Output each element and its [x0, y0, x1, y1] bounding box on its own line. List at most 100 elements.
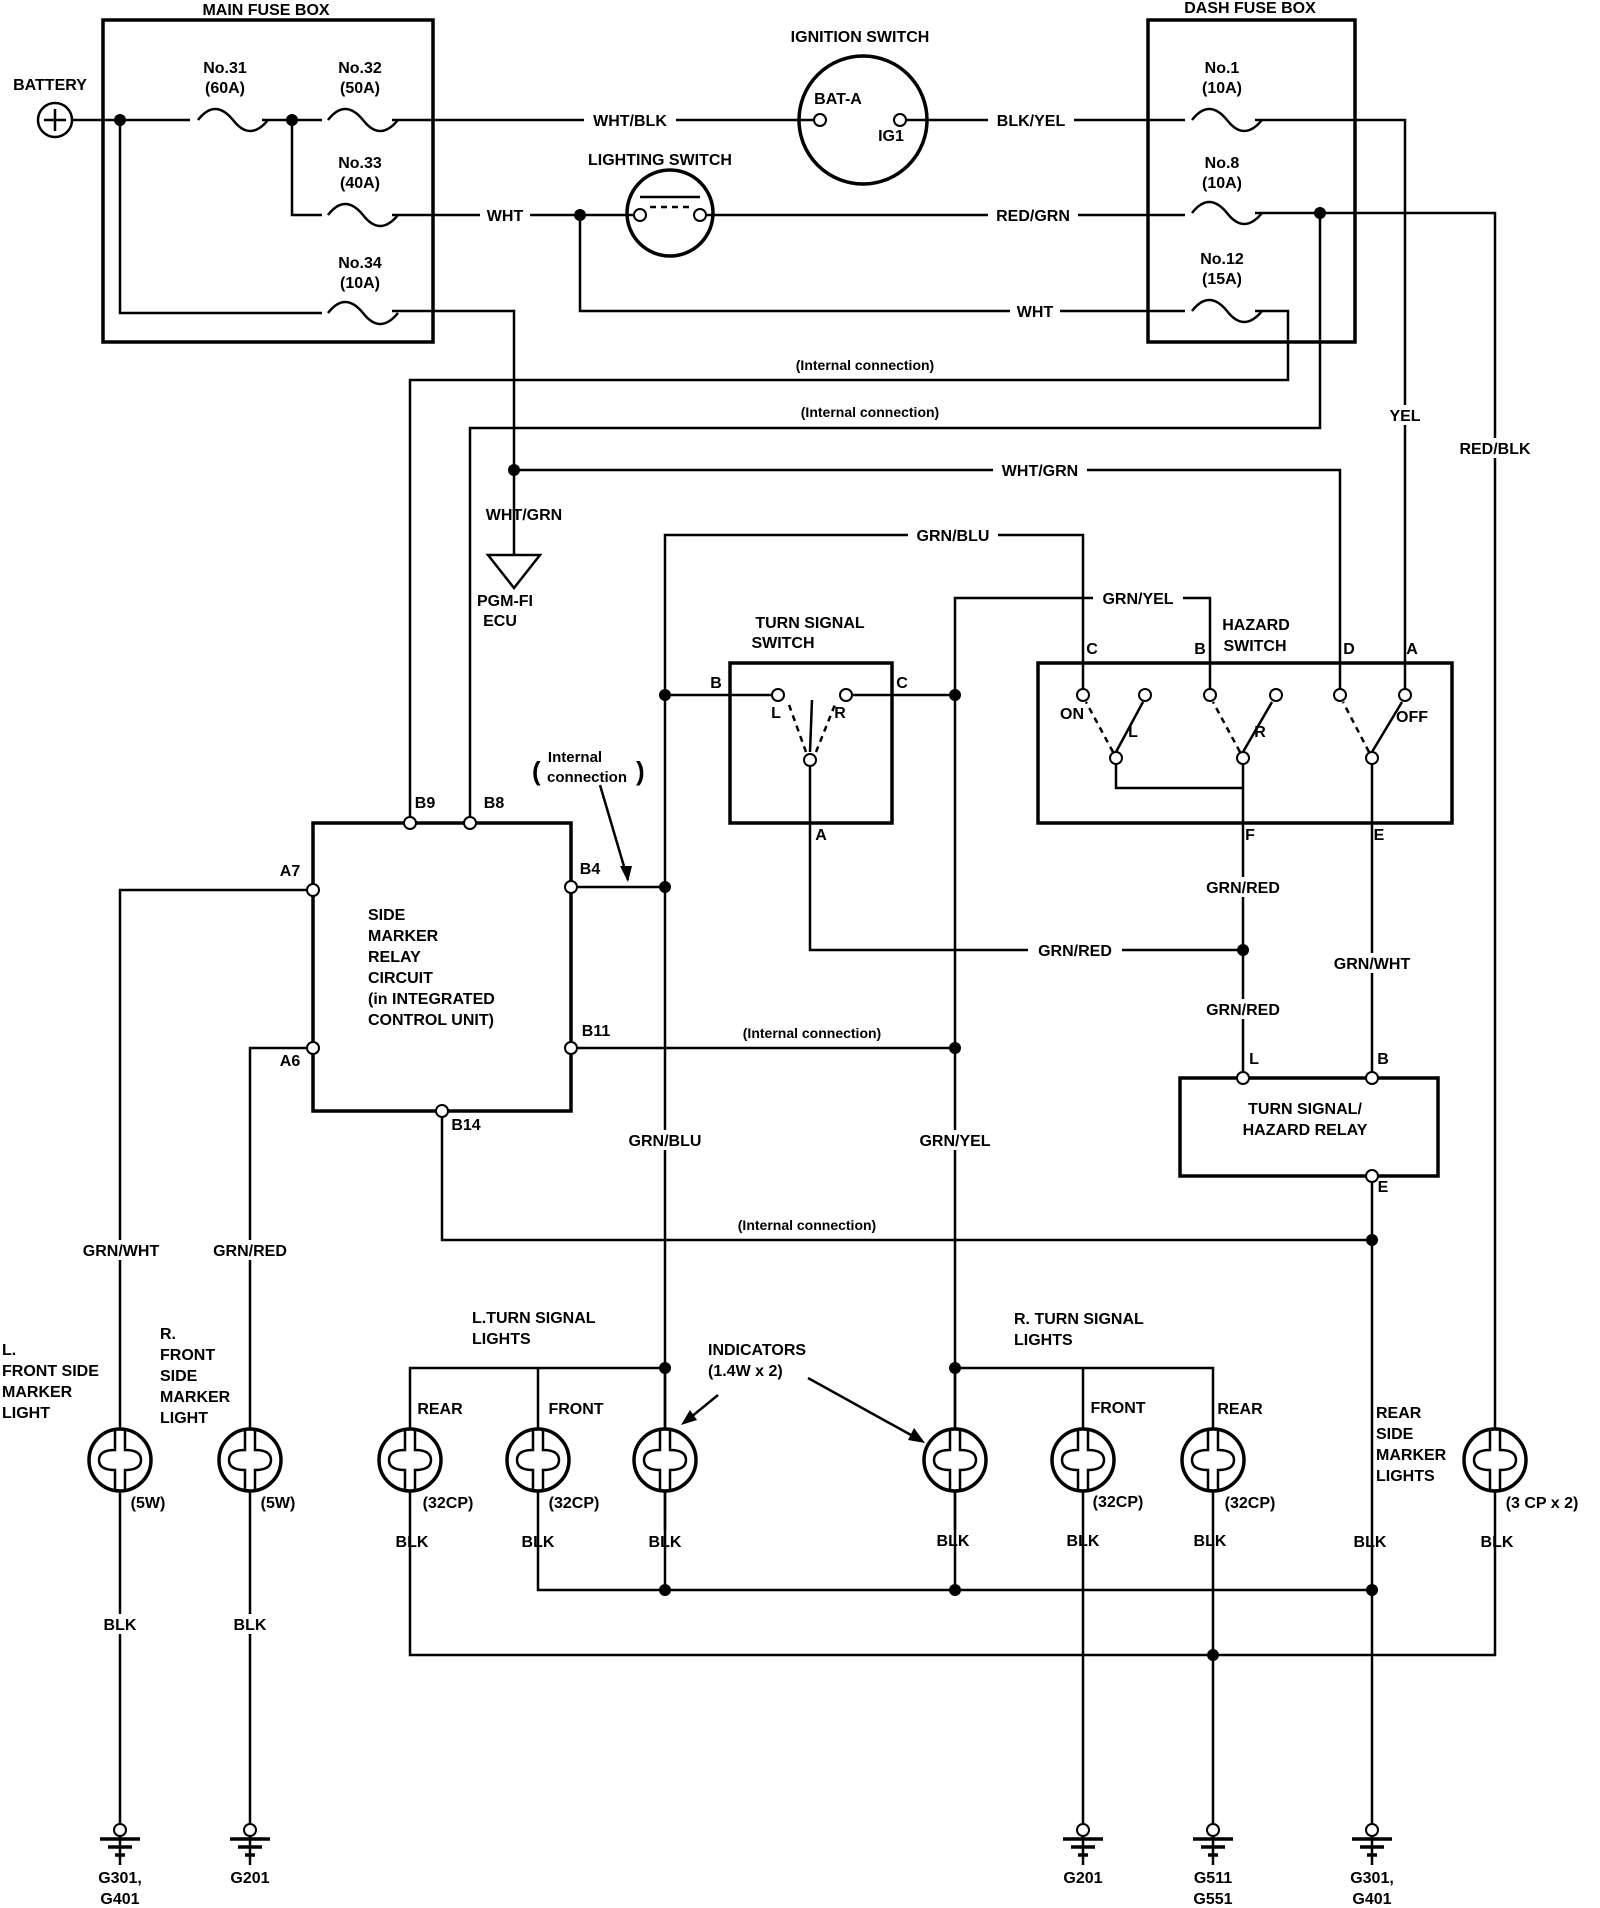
hazard-switch-title-2: SWITCH [1223, 638, 1286, 655]
ts-relay-pin-b: B [1377, 1051, 1389, 1068]
fuse-33-rating: (40A) [340, 175, 380, 192]
battery-plus-icon [36, 101, 74, 139]
fuse-33-id: No.33 [338, 155, 382, 172]
r-rear-turn-lamp-icon [1180, 1427, 1246, 1493]
ground-g301-g401-left-icon [100, 1823, 140, 1857]
r-turn-group-2: LIGHTS [1014, 1332, 1073, 1349]
relay-pin-b14: B14 [451, 1117, 480, 1134]
wire-label-red-grn: RED/GRN [996, 208, 1070, 225]
r-front-marker-rating: (5W) [261, 1495, 296, 1512]
rear-marker-text-1: SIDE [1376, 1426, 1414, 1443]
ground-g201-left-icon [230, 1823, 270, 1857]
hz-pin-f: F [1245, 827, 1255, 844]
r-rear-label: REAR [1217, 1401, 1263, 1418]
blk-label: BLK [104, 1617, 137, 1634]
lighting-switch-body [625, 168, 715, 258]
ground-label-g1-1: G301, [98, 1870, 142, 1887]
relay-text-3: CIRCUIT [368, 970, 433, 987]
wire-label-grn-blu-bottom: GRN/BLU [629, 1133, 702, 1150]
hz-off: OFF [1396, 709, 1428, 726]
blk-label: BLK [1481, 1534, 1514, 1551]
fuse-32-rating: (50A) [340, 80, 380, 97]
ground-label-g2: G201 [230, 1870, 269, 1887]
indicators-2: (1.4W x 2) [708, 1363, 783, 1380]
internal-note-2: connection [547, 769, 627, 786]
hz-pin-a: A [1406, 641, 1418, 658]
ecu-triangle-icon [485, 553, 543, 591]
relay-pin-b9: B9 [415, 795, 436, 812]
tss-r: R [834, 705, 846, 722]
wire-color-labels: WHT/BLK BLK/YEL WHT RED/GRN WHT (Interna… [74, 110, 1538, 1260]
blk-labels: BLK BLK BLK BLK BLK BLK BLK BLK BLK BLK [96, 1533, 1514, 1634]
blk-label: BLK [522, 1534, 555, 1551]
ground-label-g5-1: G301, [1350, 1870, 1394, 1887]
wire-label-grn-red-1: GRN/RED [1206, 880, 1280, 897]
rear-marker-rating: (3 CP x 2) [1506, 1495, 1579, 1512]
r-front-label: FRONT [1090, 1400, 1145, 1417]
rear-side-marker-lamp-icon [1462, 1427, 1528, 1493]
relay-text-2: RELAY [368, 949, 421, 966]
lamp-symbols [87, 1427, 1528, 1493]
l-rear-rating: (32CP) [423, 1495, 474, 1512]
indicators-1: INDICATORS [708, 1342, 806, 1359]
pointer-arrows [598, 784, 925, 1443]
l-rear-label: REAR [417, 1401, 463, 1418]
relay-pin-a6: A6 [280, 1053, 301, 1070]
fuse-symbols [197, 107, 1263, 326]
wire-label-wht-grn-2: WHT/GRN [486, 507, 562, 524]
relay-pin-b11: B11 [582, 1023, 611, 1040]
turn-signal-switch-title-2: SWITCH [751, 635, 814, 652]
hz-pin-e: E [1374, 827, 1385, 844]
wire-label-internal-2: (Internal connection) [801, 404, 939, 420]
relay-pin-b4: B4 [580, 861, 601, 878]
relay-text-5: CONTROL UNIT) [368, 1012, 494, 1029]
blk-label: BLK [937, 1533, 970, 1550]
ground-g301-g401-right-icon [1352, 1823, 1392, 1857]
l-front-turn-lamp-icon [505, 1427, 571, 1493]
rear-marker-text-2: MARKER [1376, 1447, 1447, 1464]
pgm-fi-label-2: ECU [483, 613, 517, 630]
ground-label-g5-2: G401 [1352, 1891, 1391, 1908]
dash-fuse-box-title: DASH FUSE BOX [1184, 0, 1316, 17]
ts-relay-title-1: TURN SIGNAL/ [1248, 1101, 1362, 1118]
ts-relay-pin-e: E [1378, 1179, 1389, 1196]
l-front-side-marker-lamp-icon [87, 1427, 153, 1493]
l-front-marker-text-3: LIGHT [2, 1405, 50, 1422]
wire-label-wht-1: WHT [487, 208, 524, 225]
turn-signal-hazard-relay-box [1178, 1076, 1440, 1178]
relay-text-1: MARKER [368, 928, 439, 945]
wire-label-grn-red-3: GRN/RED [1206, 1002, 1280, 1019]
rear-marker-text-3: LIGHTS [1376, 1468, 1435, 1485]
ground-label-g1-2: G401 [100, 1891, 139, 1908]
main-fuse-box [101, 18, 435, 344]
wire-label-grn-yel-bottom: GRN/YEL [919, 1133, 990, 1150]
fuse-31-rating: (60A) [205, 80, 245, 97]
hz-r: R [1254, 724, 1266, 741]
relay-text-0: SIDE [368, 907, 406, 924]
lighting-switch-contacts [633, 195, 707, 222]
rear-marker-text-0: REAR [1376, 1405, 1422, 1422]
wire-label-wht-blk: WHT/BLK [593, 113, 667, 130]
ground-g511-g551-icon [1193, 1823, 1233, 1857]
wire-label-grn-wht-left: GRN/WHT [83, 1243, 160, 1260]
relay-pin-a7: A7 [280, 863, 301, 880]
l-front-label: FRONT [548, 1401, 603, 1418]
terminals [306, 113, 1379, 1183]
ignition-ig-label: IG1 [878, 128, 904, 145]
fuse-8-rating: (10A) [1202, 175, 1242, 192]
r-front-marker-text-4: LIGHT [160, 1410, 208, 1427]
wires [70, 118, 1497, 1865]
fuse-34-id: No.34 [338, 255, 382, 272]
fuse-32-id: No.32 [338, 60, 382, 77]
l-front-rating: (32CP) [549, 1495, 600, 1512]
hazard-switch-box [1036, 661, 1454, 825]
ground-label-g3: G201 [1063, 1870, 1102, 1887]
wire-label-internal-4: (Internal connection) [738, 1217, 876, 1233]
r-front-marker-text-2: SIDE [160, 1368, 198, 1385]
relay-text-4: (in INTEGRATED [368, 991, 495, 1008]
lighting-switch-title: LIGHTING SWITCH [588, 152, 732, 169]
ground-g201-right-icon [1063, 1823, 1103, 1857]
tss-pin-b: B [710, 675, 722, 692]
wire-label-internal-3: (Internal connection) [743, 1025, 881, 1041]
